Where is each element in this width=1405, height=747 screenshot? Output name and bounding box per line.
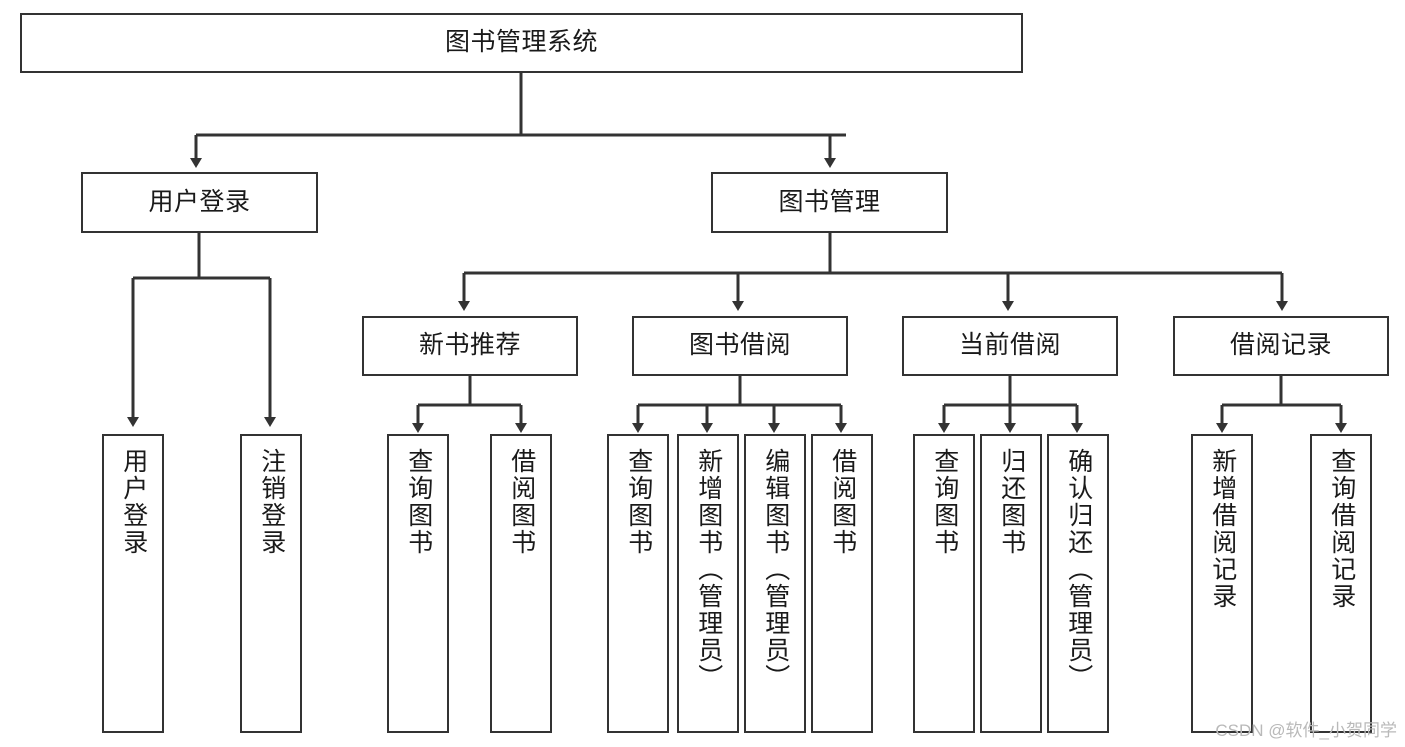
node-label: 新增图书（管理员） bbox=[694, 448, 723, 691]
watermark-text: CSDN @软件_小贺同学 bbox=[1215, 721, 1397, 740]
node-label: 借阅图书 bbox=[507, 448, 536, 556]
leaf-borrow-book-recommend[interactable]: 借阅图书 bbox=[490, 434, 552, 733]
node-label: 查询图书 bbox=[404, 448, 433, 556]
leaf-query-book-current[interactable]: 查询图书 bbox=[913, 434, 975, 733]
node-label: 当前借阅 bbox=[958, 331, 1061, 360]
node-label: 借阅图书 bbox=[828, 448, 857, 556]
node-label: 注销登录 bbox=[257, 448, 286, 556]
node-label: 新增借阅记录 bbox=[1208, 448, 1237, 610]
node-new-book-recommend[interactable]: 新书推荐 bbox=[362, 316, 578, 376]
leaf-edit-book[interactable]: 编辑图书（管理员） bbox=[744, 434, 806, 733]
leaf-confirm-return[interactable]: 确认归还（管理员） bbox=[1047, 434, 1109, 733]
node-label: 用户登录 bbox=[119, 448, 148, 556]
node-label: 图书管理系统 bbox=[444, 28, 598, 57]
leaf-add-book[interactable]: 新增图书（管理员） bbox=[677, 434, 739, 733]
leaf-query-book-recommend[interactable]: 查询图书 bbox=[387, 434, 449, 733]
node-label: 归还图书 bbox=[997, 448, 1026, 556]
node-label: 查询图书 bbox=[930, 448, 959, 556]
node-label: 图书借阅 bbox=[688, 331, 791, 360]
node-label: 确认归还（管理员） bbox=[1064, 448, 1093, 691]
node-user-login[interactable]: 用户登录 bbox=[81, 172, 318, 233]
node-book-borrow[interactable]: 图书借阅 bbox=[632, 316, 848, 376]
node-current-borrow[interactable]: 当前借阅 bbox=[902, 316, 1118, 376]
node-borrow-record[interactable]: 借阅记录 bbox=[1173, 316, 1389, 376]
node-root-system[interactable]: 图书管理系统 bbox=[20, 13, 1023, 73]
node-book-management[interactable]: 图书管理 bbox=[711, 172, 948, 233]
node-label: 借阅记录 bbox=[1229, 331, 1332, 360]
node-label: 新书推荐 bbox=[418, 331, 521, 360]
leaf-user-login[interactable]: 用户登录 bbox=[102, 434, 164, 733]
leaf-borrow-book[interactable]: 借阅图书 bbox=[811, 434, 873, 733]
leaf-return-book[interactable]: 归还图书 bbox=[980, 434, 1042, 733]
leaf-query-book-borrow[interactable]: 查询图书 bbox=[607, 434, 669, 733]
leaf-logout-login[interactable]: 注销登录 bbox=[240, 434, 302, 733]
node-label: 查询借阅记录 bbox=[1327, 448, 1356, 610]
node-label: 图书管理 bbox=[778, 187, 881, 216]
node-label: 编辑图书（管理员） bbox=[761, 448, 790, 691]
leaf-query-borrow-record[interactable]: 查询借阅记录 bbox=[1310, 434, 1372, 733]
leaf-add-borrow-record[interactable]: 新增借阅记录 bbox=[1191, 434, 1253, 733]
node-label: 用户登录 bbox=[148, 187, 251, 216]
node-label: 查询图书 bbox=[624, 448, 653, 556]
